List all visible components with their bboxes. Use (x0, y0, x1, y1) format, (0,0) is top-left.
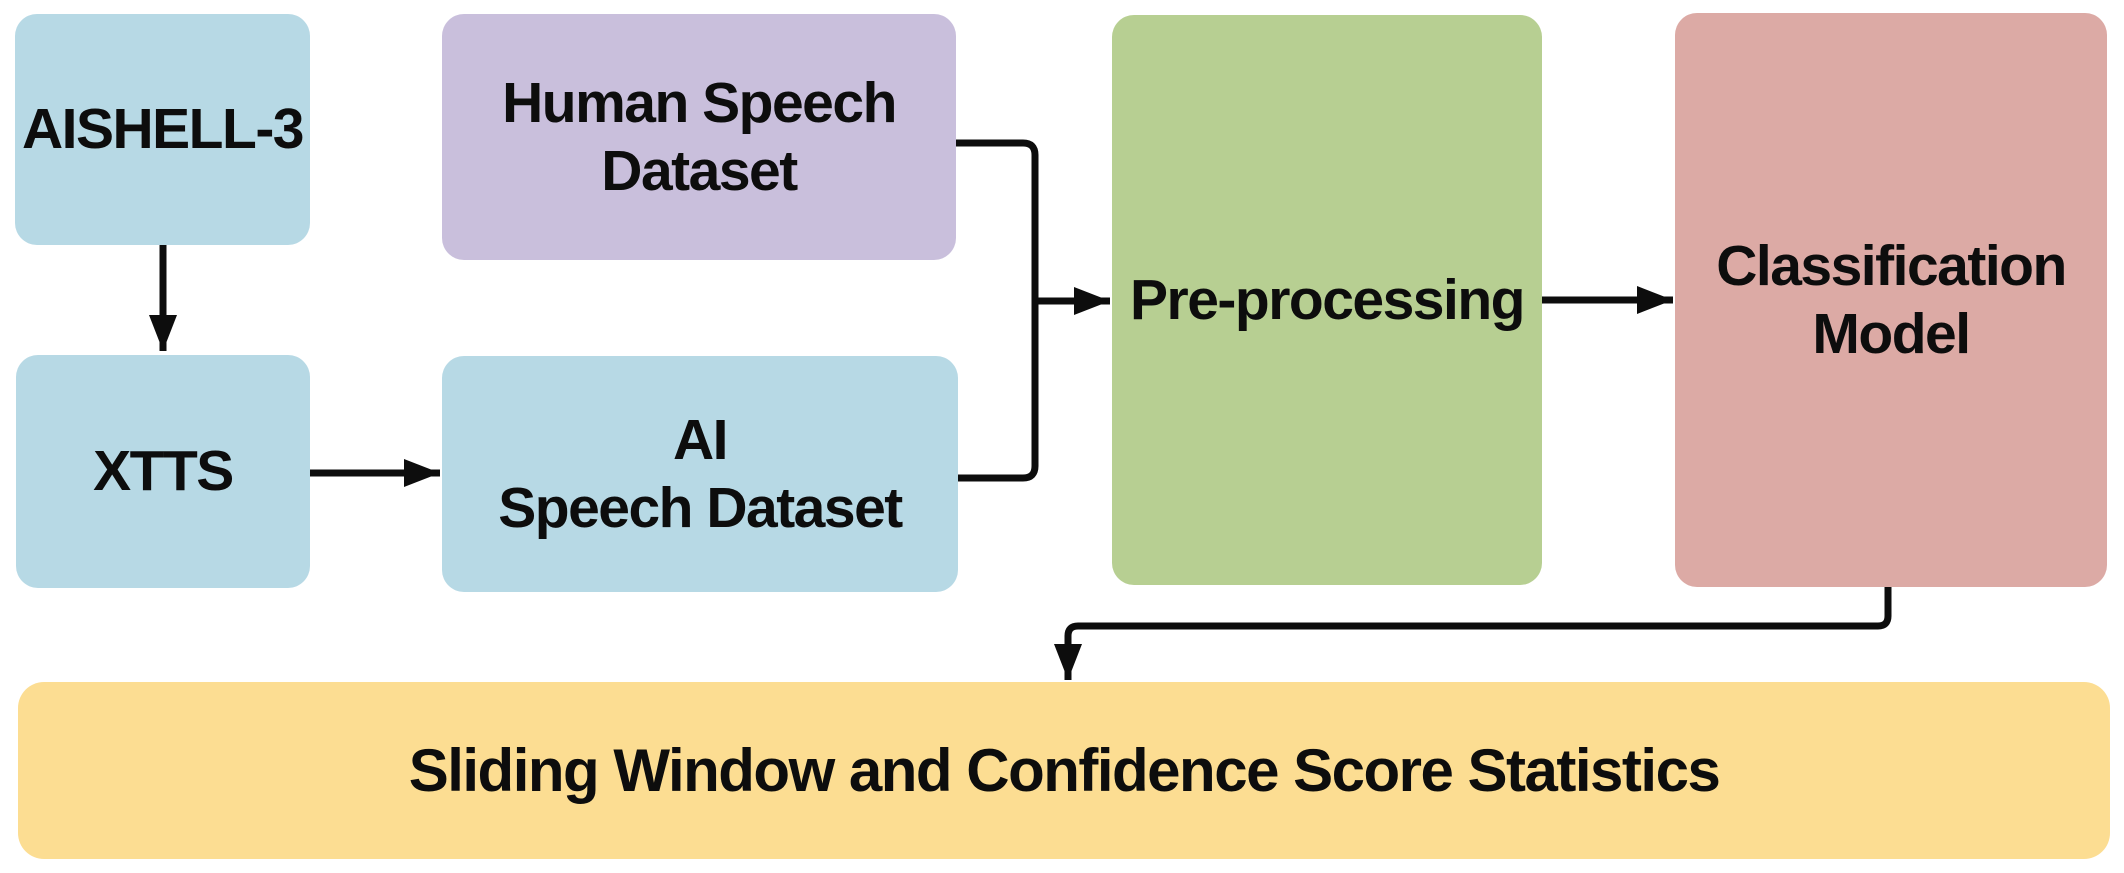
node-label: XTTS (93, 439, 234, 504)
node-xtts: XTTS (16, 355, 310, 588)
node-label-line1: AI (673, 407, 729, 472)
node-pre-processing: Pre-processing (1112, 15, 1542, 585)
node-aishell3: AISHELL-3 (15, 14, 310, 245)
node-label: Sliding Window and Confidence Score Stat… (408, 736, 1721, 804)
node-human-speech-dataset: Human Speech Dataset (442, 14, 956, 260)
node-sliding-window-statistics: Sliding Window and Confidence Score Stat… (18, 682, 2110, 859)
node-ai-speech-dataset: AI Speech Dataset (442, 356, 958, 592)
node-label: Pre-processing (1130, 267, 1525, 332)
edge-classification-to-sliding-window (1054, 587, 1892, 680)
edge-merge-bracket (956, 139, 1039, 482)
node-label-line2: Speech Dataset (498, 476, 903, 540)
node-label-line2: Dataset (601, 139, 798, 203)
node-label-line2: Model (1812, 302, 1971, 366)
node-label-line1: Human Speech (502, 70, 897, 135)
node-label: AISHELL-3 (21, 97, 305, 162)
node-label-line1: Classification (1716, 233, 2067, 298)
node-classification-model: Classification Model (1675, 13, 2107, 587)
